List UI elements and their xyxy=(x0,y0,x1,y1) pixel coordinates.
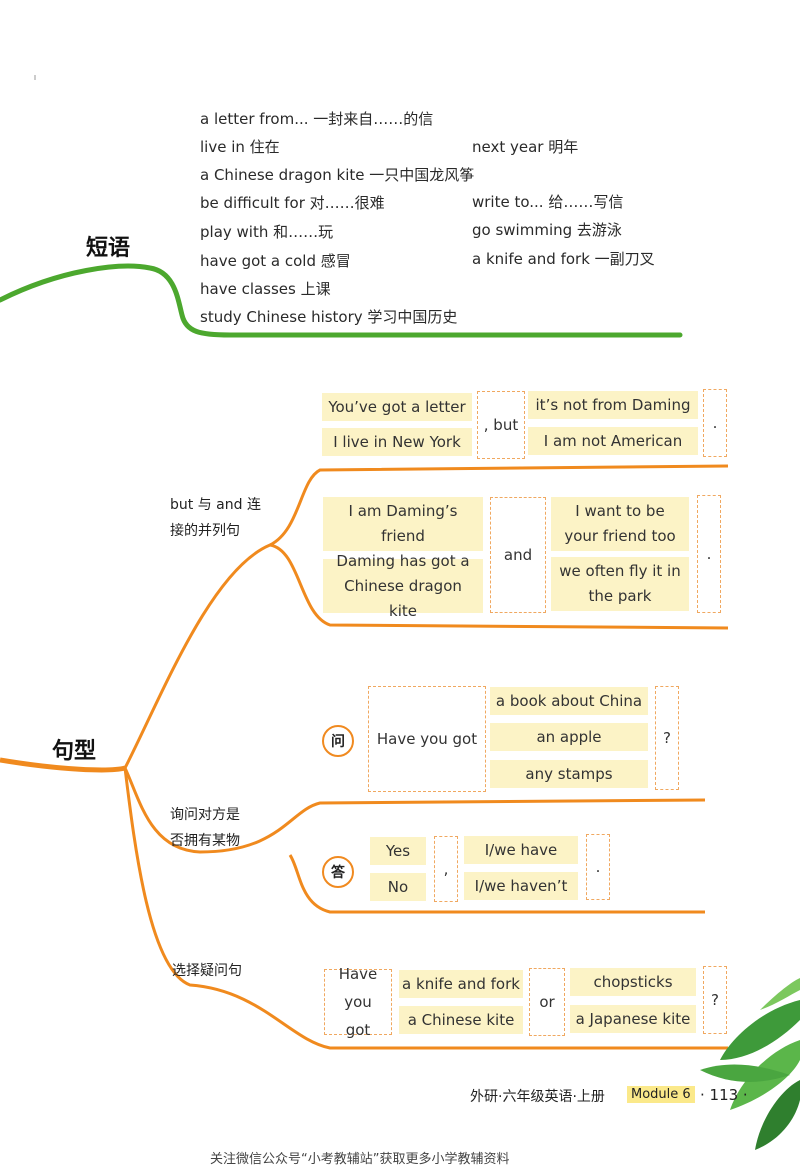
or-box: or xyxy=(529,968,565,1036)
answer-box: No xyxy=(370,873,426,901)
answer-box: Yes xyxy=(370,837,426,865)
question-stem-box: Have you got xyxy=(324,965,392,1039)
conjunction-box: and xyxy=(490,497,546,613)
end-punctuation-box: . xyxy=(697,495,721,613)
phrases-heading: 短语 xyxy=(86,236,131,261)
patterns-heading: 句型 xyxy=(52,739,97,764)
branch2-label: 询问对方是 否拥有某物 xyxy=(170,802,240,854)
page-number: · 113 · xyxy=(700,1086,748,1104)
book-title: 外研·六年级英语·上册 xyxy=(470,1089,605,1105)
answer-box: I/we have xyxy=(464,836,578,864)
sentence-part-box: Daming has got a Chinese dragon kite xyxy=(323,552,483,620)
phrase-item: a letter from... 一封来自……的信 xyxy=(200,110,434,128)
phrase-item: write to... 给……写信 xyxy=(472,193,624,211)
sentence-part-box: I am not American xyxy=(528,427,698,455)
conjunction-box: , but xyxy=(477,391,525,459)
phrase-item: have classes 上课 xyxy=(200,280,331,298)
phrase-item: a Chinese dragon kite 一只中国龙风筝 xyxy=(200,166,475,184)
option-box: a knife and fork xyxy=(399,970,523,998)
answer-marker: 答 xyxy=(322,856,354,888)
sentence-part-box: it’s not from Daming xyxy=(528,391,698,419)
sentence-part-box: You’ve got a letter xyxy=(322,393,472,421)
option-box: a Chinese kite xyxy=(399,1006,523,1034)
branch2-label-line1: 询问对方是 xyxy=(170,807,240,823)
plant-decoration xyxy=(700,978,800,1150)
sentence-part-box: I am Daming’s friend xyxy=(323,497,483,551)
sentence-part-box: we often fly it in the park xyxy=(551,557,689,611)
option-box: an apple xyxy=(490,723,648,751)
option-box: a Japanese kite xyxy=(570,1005,696,1033)
option-box: a book about China xyxy=(490,687,648,715)
comma-box: , xyxy=(434,836,458,902)
phrase-item: live in 住在 xyxy=(200,138,280,156)
phrase-item: a knife and fork 一副刀叉 xyxy=(472,250,655,268)
phrase-item: go swimming 去游泳 xyxy=(472,221,622,239)
question-stem-box: Have you got xyxy=(368,686,486,792)
branch1-label-line2: 接的并列句 xyxy=(170,523,240,539)
answer-box: I/we haven’t xyxy=(464,872,578,900)
end-punctuation-box: . xyxy=(586,834,610,900)
sentence-part-box: I live in New York xyxy=(322,428,472,456)
option-box: any stamps xyxy=(490,760,648,788)
branch1-label: but 与 and 连 接的并列句 xyxy=(170,492,261,544)
phrase-item: play with 和……玩 xyxy=(200,223,334,241)
footer-note: 关注微信公众号“小考教辅站”获取更多小学教辅资料 xyxy=(210,1152,510,1167)
end-punctuation-box: ? xyxy=(655,686,679,790)
branch1-label-line1: but 与 and 连 xyxy=(170,497,261,513)
sentence-part-box: I want to be your friend too xyxy=(551,497,689,551)
branch3-label: 选择疑问句 xyxy=(172,963,242,979)
phrase-item: be difficult for 对……很难 xyxy=(200,194,385,212)
ask-marker: 问 xyxy=(322,725,354,757)
end-punctuation-box: . xyxy=(703,389,727,457)
end-punctuation-box: ? xyxy=(703,966,727,1034)
phrase-item: study Chinese history 学习中国历史 xyxy=(200,308,458,326)
module-badge: Module 6 xyxy=(627,1086,695,1103)
phrase-item: next year 明年 xyxy=(472,138,579,156)
phrase-item: have got a cold 感冒 xyxy=(200,252,351,270)
branch2-label-line2: 否拥有某物 xyxy=(170,833,240,849)
option-box: chopsticks xyxy=(570,968,696,996)
